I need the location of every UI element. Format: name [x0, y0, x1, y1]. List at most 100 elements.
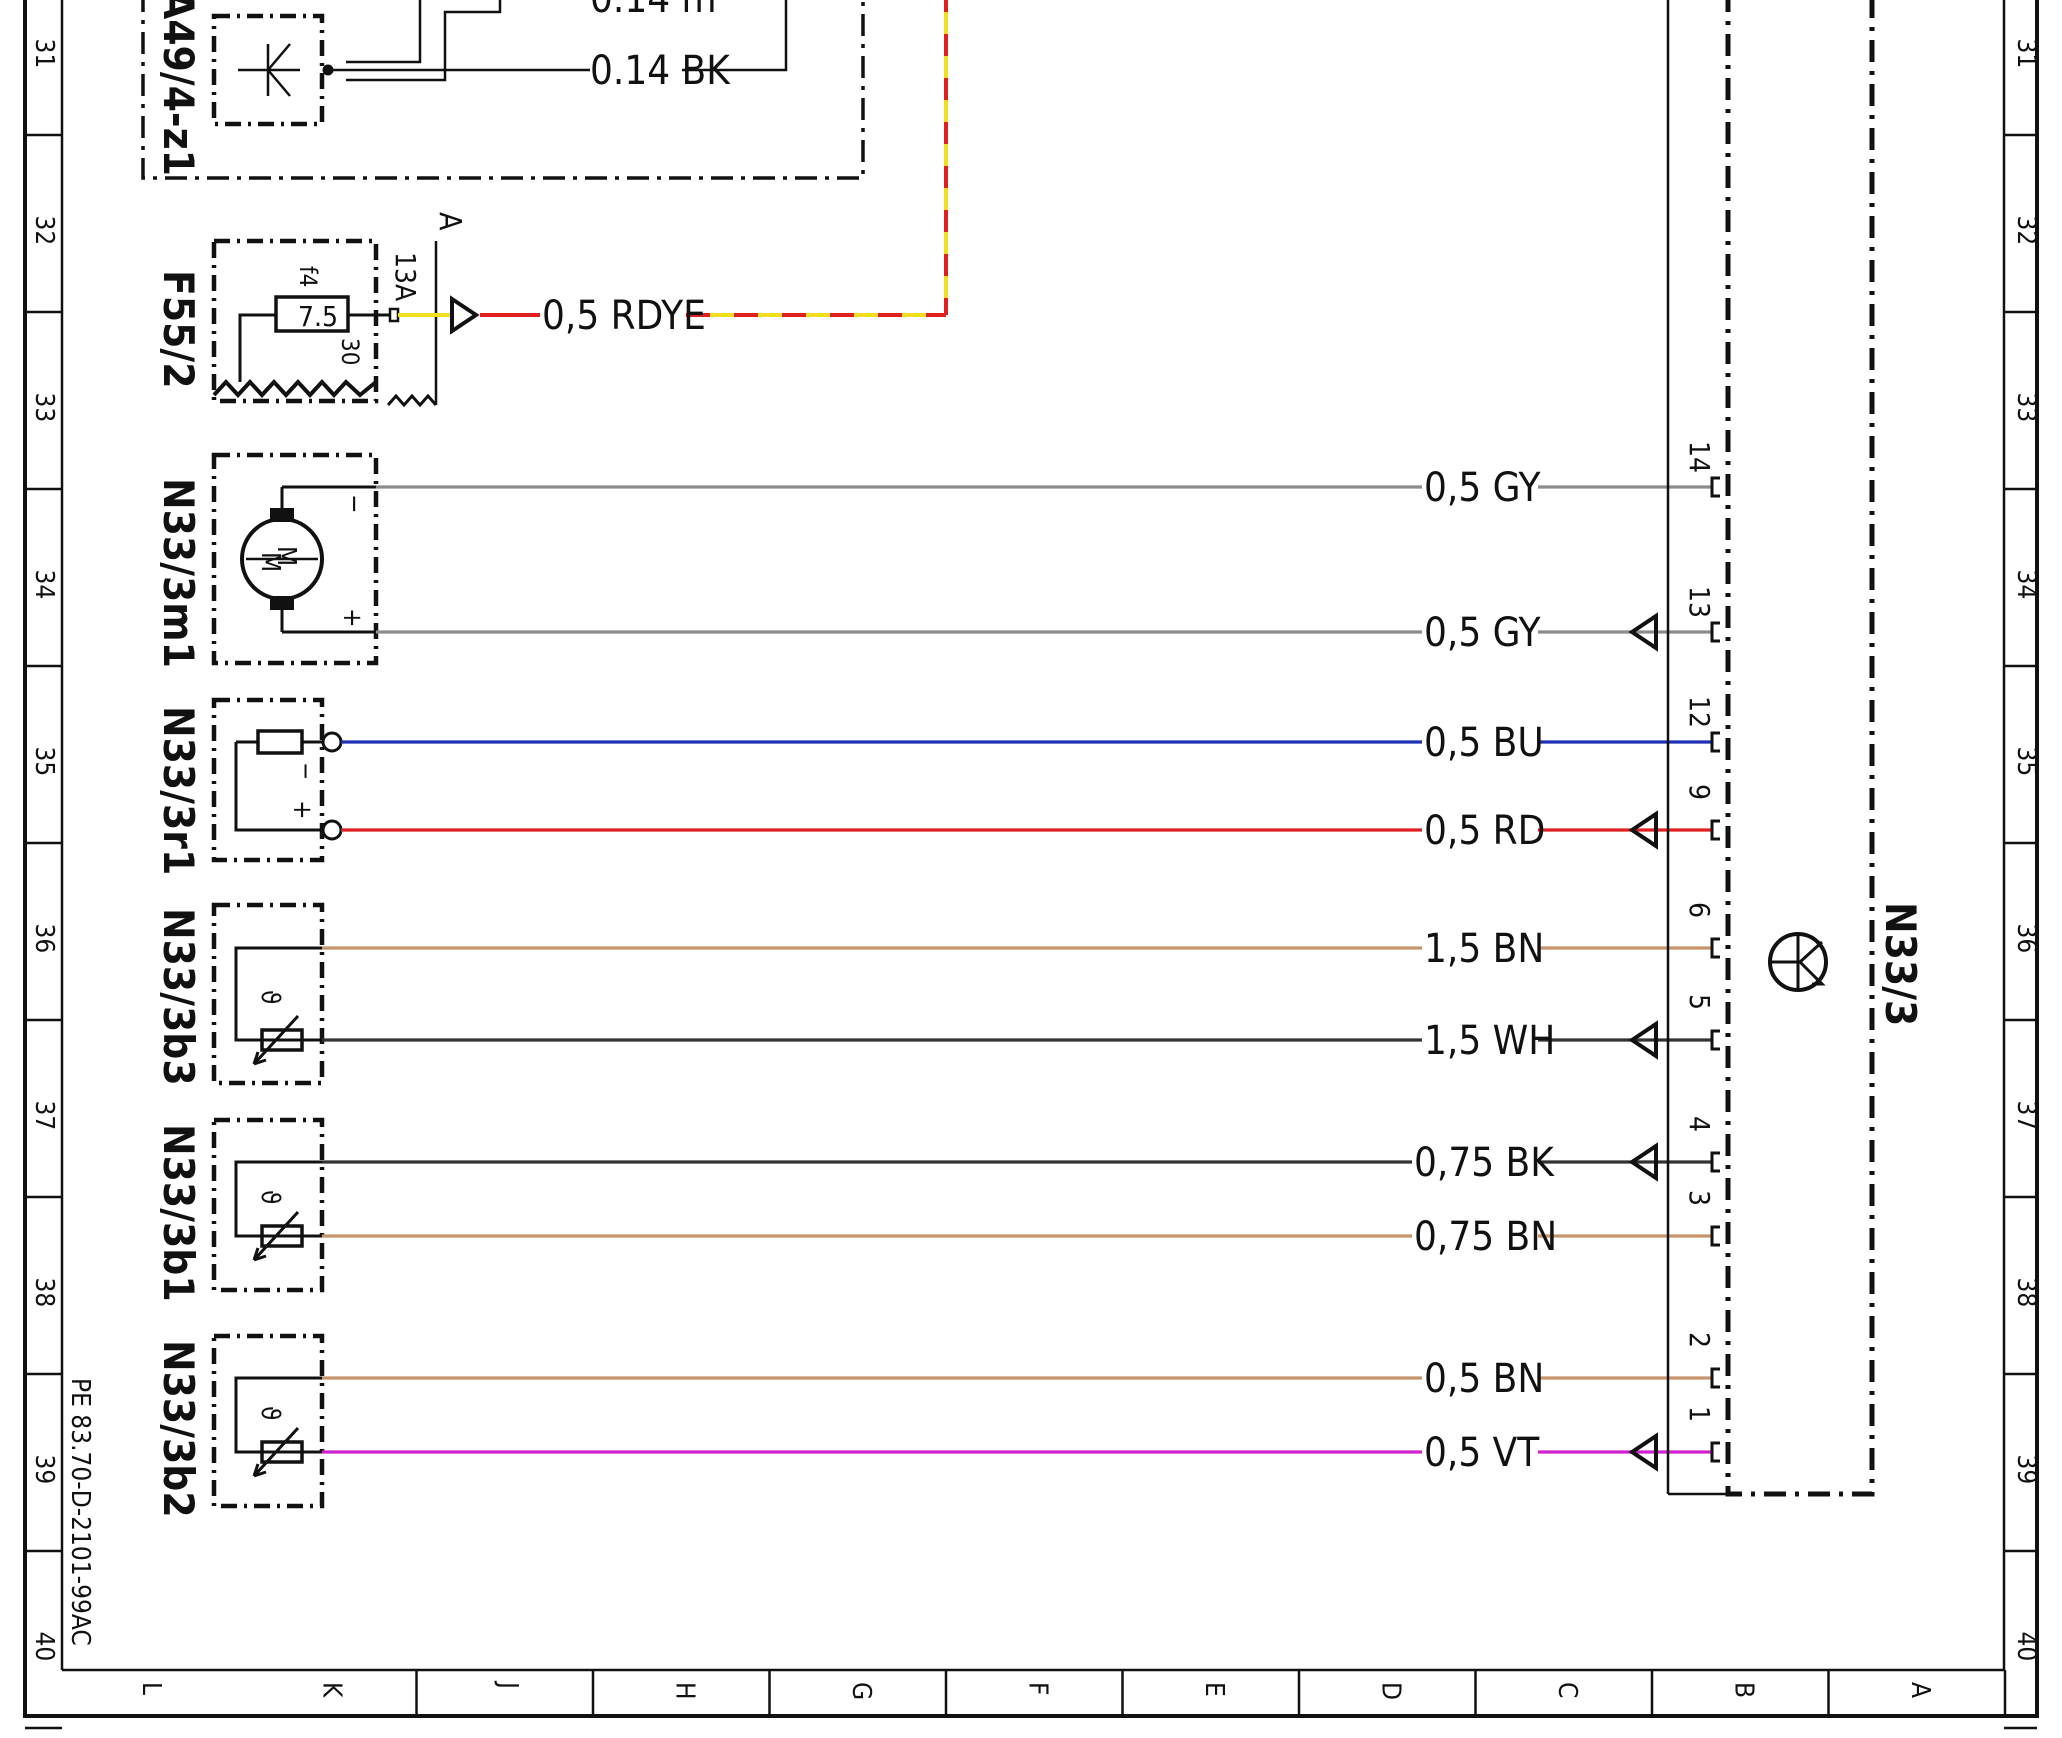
column-label: D — [1376, 1682, 1406, 1700]
pin-bracket — [1710, 1441, 1720, 1463]
component-f55-2 — [211, 238, 438, 408]
pin-number: 2 — [1683, 1332, 1716, 1348]
pin-number: 1 — [1683, 1406, 1716, 1422]
pin-number: 12 — [1683, 696, 1716, 728]
component-n33-3 — [1666, 0, 1875, 1497]
a49-wire-bk-label: 0.14 BK — [590, 48, 731, 94]
r1-minus: − — [292, 762, 320, 780]
row-label-right: 31 — [2011, 39, 2041, 69]
row-label-right: 34 — [2011, 570, 2041, 600]
column-label: B — [1729, 1682, 1759, 1698]
row-label-right: 35 — [2011, 747, 2041, 777]
pin-bracket — [1710, 621, 1720, 643]
column-label: F — [1023, 1682, 1053, 1695]
b2-theta: ϑ — [255, 1406, 285, 1421]
row-label-right: 36 — [2011, 924, 2041, 954]
motor-symbol-m: M — [255, 552, 285, 572]
column-ticks — [415, 1670, 2007, 1716]
row-label-left: 32 — [29, 216, 59, 246]
column-label: L — [136, 1682, 166, 1695]
motor-symbol-m2: M — [271, 546, 301, 566]
n33-3b3-label: N33/3b3 — [154, 908, 203, 1086]
component-a49-4-z1 — [141, 0, 865, 180]
connector-arrow — [1628, 1432, 1658, 1472]
wire-12: 0,5 BU 12 — [341, 696, 1720, 766]
n33-3b1-label: N33/3b1 — [154, 1124, 203, 1302]
column-label: A — [1905, 1682, 1935, 1698]
f55-2-label: F55/2 — [154, 270, 203, 389]
wire-label: 0,5 GY — [1424, 610, 1542, 656]
n33-3-label: N33/3 — [1876, 902, 1925, 1026]
pin-number: 13 — [1683, 586, 1716, 618]
row-label-left: 36 — [29, 924, 59, 954]
r1-plus: + — [287, 800, 317, 820]
rdye-horizontal-wire — [398, 295, 946, 335]
wire-label: 1,5 BN — [1424, 926, 1544, 972]
pin-bracket — [1710, 731, 1720, 753]
rdye-wire-label: 0,5 RDYE — [542, 293, 706, 339]
row-label-left: 40 — [29, 1632, 59, 1662]
pin-number: 9 — [1683, 784, 1716, 800]
row-label-left: 35 — [29, 747, 59, 777]
wire-6: 1,5 BN 6 — [322, 902, 1720, 972]
row-label-right: 39 — [2011, 1455, 2041, 1485]
column-label: E — [1199, 1682, 1229, 1697]
pin-number: 4 — [1683, 1116, 1716, 1132]
n33-3r1-label: N33/3r1 — [154, 706, 203, 875]
document-code: PE 83.70-D-2101-99AC — [65, 1378, 95, 1646]
column-label: H — [670, 1682, 700, 1700]
column-label: G — [846, 1682, 876, 1700]
wire-1: 0,5 VT 1 — [322, 1406, 1720, 1476]
row-label-left: 38 — [29, 1278, 59, 1308]
component-n33-3b1 — [211, 1117, 325, 1293]
component-n33-3r1 — [211, 697, 343, 863]
wire-label: 1,5 WH — [1424, 1018, 1555, 1064]
pin-bracket — [1710, 819, 1720, 841]
a49-4-z1-label: A49/4-z1 — [154, 0, 203, 176]
wire-label: 0,5 BU — [1424, 720, 1544, 766]
drawing-frame — [23, 0, 2039, 1718]
wire-label: 0,5 RD — [1424, 808, 1545, 854]
column-label: K — [317, 1682, 347, 1698]
n33-3m1-label: N33/3m1 — [154, 478, 203, 668]
a49-wire-top-label: 0.14 m — [590, 0, 717, 22]
pin-bracket — [1710, 476, 1720, 498]
b3-theta: ϑ — [255, 990, 285, 1005]
column-label: J — [493, 1680, 523, 1689]
pin-number: 5 — [1683, 994, 1716, 1010]
component-n33-3m1 — [211, 452, 379, 666]
b1-theta: ϑ — [255, 1190, 285, 1205]
connector-arrow — [1628, 612, 1658, 652]
wire-2: 0,5 BN2 — [322, 1332, 1720, 1402]
pin-number: 6 — [1683, 902, 1716, 918]
row-label-right: 40 — [2011, 1632, 2041, 1662]
wire-label: 0,5 VT — [1424, 1430, 1540, 1476]
pin-number: 14 — [1683, 441, 1716, 473]
wire-9: 0,5 RD 9 — [341, 784, 1720, 854]
n33-3b2-label: N33/3b2 — [154, 1340, 203, 1518]
wire-5: 1,5 WH 5 — [322, 994, 1720, 1064]
fuse-ref: A — [432, 212, 467, 231]
row-label-right: 32 — [2011, 216, 2041, 246]
row-label-left: 34 — [29, 570, 59, 600]
wire-13: 0,5 GY 13 — [376, 586, 1720, 656]
row-label-left: 39 — [29, 1455, 59, 1485]
fuse-amp: 13A — [389, 252, 422, 302]
wire-4: 0,75 BK4 — [322, 1116, 1720, 1186]
row-label-right: 37 — [2011, 1101, 2041, 1131]
row-label-left: 31 — [29, 39, 59, 69]
row-label-left: 33 — [29, 393, 59, 423]
pin-bracket — [1710, 1151, 1720, 1173]
row-label-right: 38 — [2011, 1278, 2041, 1308]
pin-number: 3 — [1683, 1190, 1716, 1206]
fuse-rating: 7.5 — [298, 300, 338, 333]
component-n33-3b3 — [211, 902, 325, 1086]
pin-bracket — [1710, 937, 1720, 959]
pin-bracket — [1710, 1225, 1720, 1247]
fuse-terminal: 30 — [336, 338, 364, 365]
row-ticks — [25, 133, 2037, 1730]
